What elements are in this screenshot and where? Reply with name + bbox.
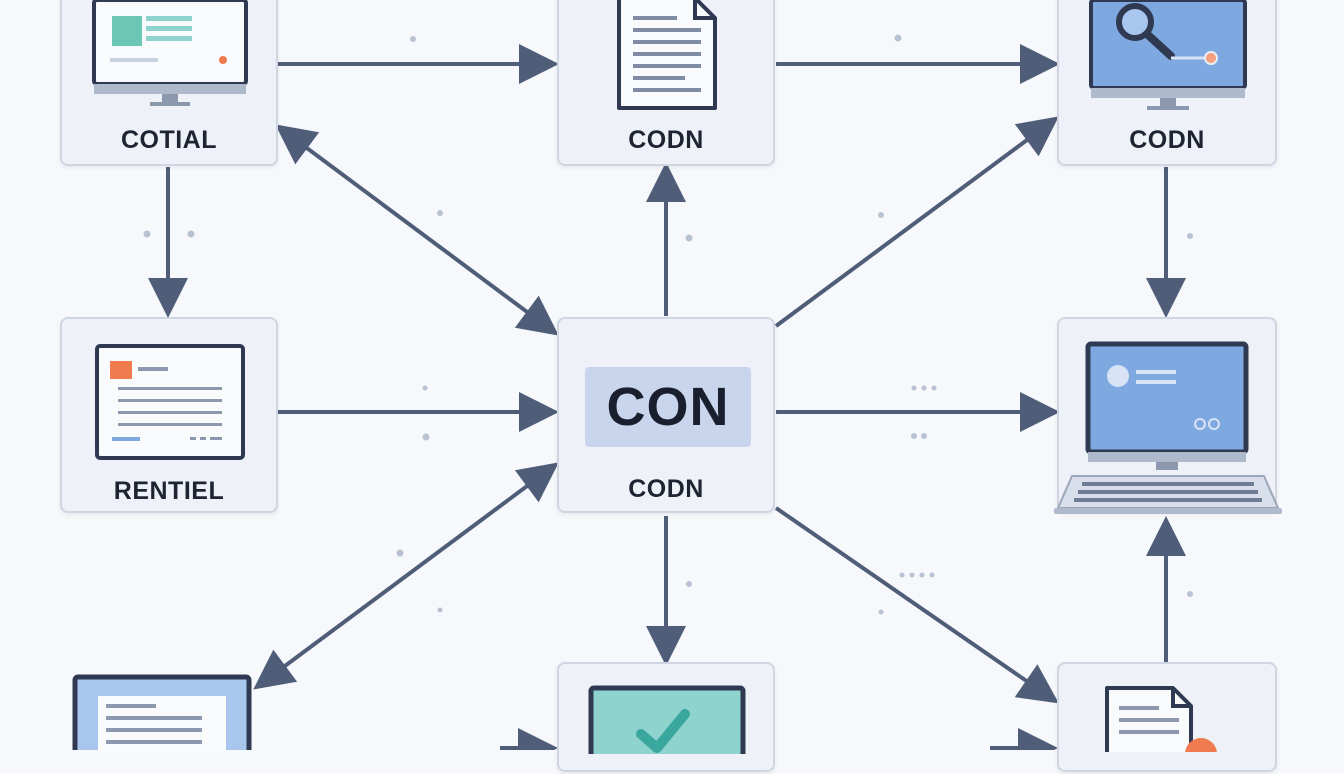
node-label: CODN	[628, 475, 704, 503]
node-hub[interactable]: CON CODN	[557, 317, 775, 513]
checkmark-screen-icon	[588, 685, 746, 754]
arrow-hub-to-topright	[774, 116, 1059, 328]
monitor-search-icon	[1089, 0, 1247, 110]
laptop-icon	[1054, 341, 1282, 514]
connection-arrows	[143, 34, 1193, 750]
node-top-middle[interactable]: CODN	[557, 0, 775, 166]
arrow-hub-to-botright	[774, 506, 1059, 704]
hub-badge: CON	[585, 367, 751, 447]
node-mid-left[interactable]: RENTIEL	[60, 317, 278, 513]
node-label: CODN	[628, 126, 704, 154]
decorative-dots	[143, 34, 1193, 615]
arrow-botleft-hub-bidirectional	[253, 462, 559, 690]
report-screen-icon	[95, 344, 245, 460]
node-label: CODN	[1129, 126, 1205, 154]
node-bottom-middle[interactable]	[557, 662, 775, 772]
node-top-right[interactable]: CODN	[1057, 0, 1277, 166]
document-badge-icon	[1105, 686, 1217, 752]
node-bottom-right[interactable]	[1057, 662, 1277, 772]
arrow-hub-topleft-bidirectional	[275, 124, 559, 336]
monitor-form-icon	[92, 0, 248, 106]
network-diagram: COTIAL CODN CODN	[60, 0, 1282, 772]
node-top-left[interactable]: COTIAL	[60, 0, 278, 166]
node-label: RENTIEL	[113, 477, 225, 505]
document-icon	[617, 0, 717, 110]
node-label: COTIAL	[120, 126, 218, 154]
monitor-list-icon	[72, 674, 252, 750]
